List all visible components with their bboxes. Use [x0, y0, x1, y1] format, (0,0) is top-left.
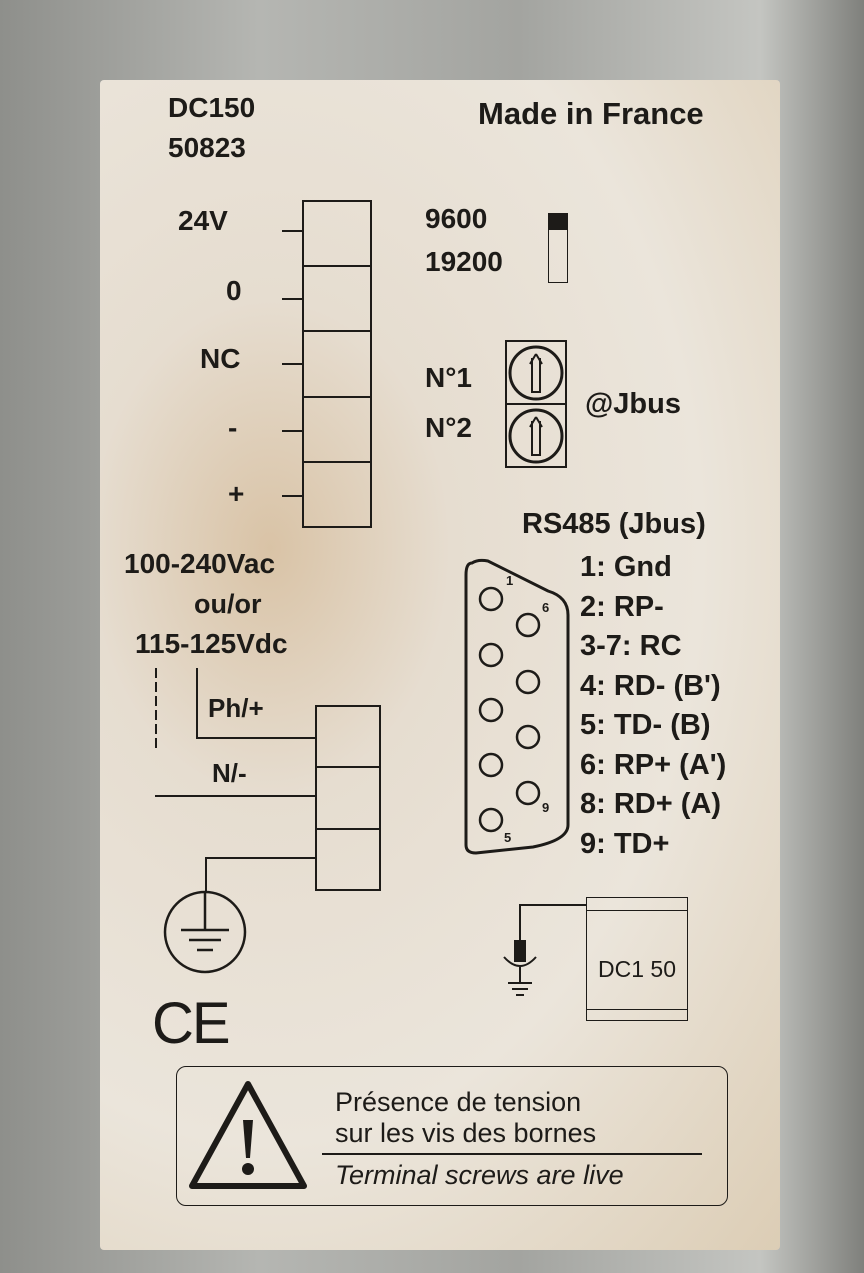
device-label-text: DC1 50 [598, 956, 676, 982]
terminal-label: + [228, 478, 245, 509]
earth-ground-icon [163, 890, 247, 974]
origin-text: Made in France [478, 96, 704, 131]
neutral-label: N/- [212, 758, 247, 788]
voltage-dc: 115-125Vdc [135, 628, 288, 659]
pin-item: 4: RD- (B') [580, 669, 721, 702]
mains-terminal-block [315, 705, 381, 891]
pin-number: 5 [504, 830, 512, 845]
warning-french-line2: sur les vis des bornes [335, 1118, 597, 1148]
pin-number: 6 [542, 600, 550, 615]
db9-connector-icon [464, 558, 570, 855]
terminal-label: - [228, 412, 238, 443]
rotary-switch-icon [505, 340, 567, 468]
pin-item: 2: RP- [580, 590, 664, 623]
baud-dip-switch [548, 213, 568, 283]
pin-number: 9 [542, 800, 550, 815]
pin-item: 6: RP+ (A') [580, 748, 727, 781]
pin-number: 1 [506, 573, 514, 588]
voltage-or: ou/or [194, 589, 262, 619]
serial-number: 50823 [168, 132, 246, 163]
baud-9600: 9600 [425, 203, 488, 234]
model-number: DC150 [168, 92, 256, 123]
device-label-sticker [100, 80, 780, 1250]
pin-item: 3-7: RC [580, 630, 682, 662]
terminal-label: 0 [226, 275, 242, 306]
terminal-label: NC [200, 343, 241, 374]
terminal-label: 24V [178, 205, 228, 236]
pin-item: 1: Gnd [580, 551, 672, 583]
rs485-title: RS485 (Jbus) [522, 508, 706, 540]
pin-item: 5: TD- (B) [580, 709, 711, 741]
voltage-ac: 100-240Vac [124, 548, 276, 579]
shield-ground-icon [503, 904, 587, 996]
pin-item: 9: TD+ [580, 827, 670, 860]
address-switch-2-label: N°2 [425, 412, 472, 443]
warning-triangle-icon [189, 1081, 307, 1189]
phase-label: Ph/+ [208, 693, 264, 723]
jbus-address-label: @Jbus [585, 388, 681, 420]
dc150-device-diagram: DC1 50 [586, 897, 688, 1021]
address-switch-1-label: N°1 [425, 362, 472, 393]
warning-french-line1: Présence de tension [335, 1087, 582, 1117]
power-terminal-block [302, 200, 372, 528]
ce-mark: CE [152, 991, 231, 1056]
warning-english: Terminal screws are live [335, 1160, 624, 1190]
pin-item: 8: RD+ (A) [580, 788, 721, 820]
baud-19200: 19200 [425, 246, 503, 277]
warning-box [176, 1066, 728, 1206]
